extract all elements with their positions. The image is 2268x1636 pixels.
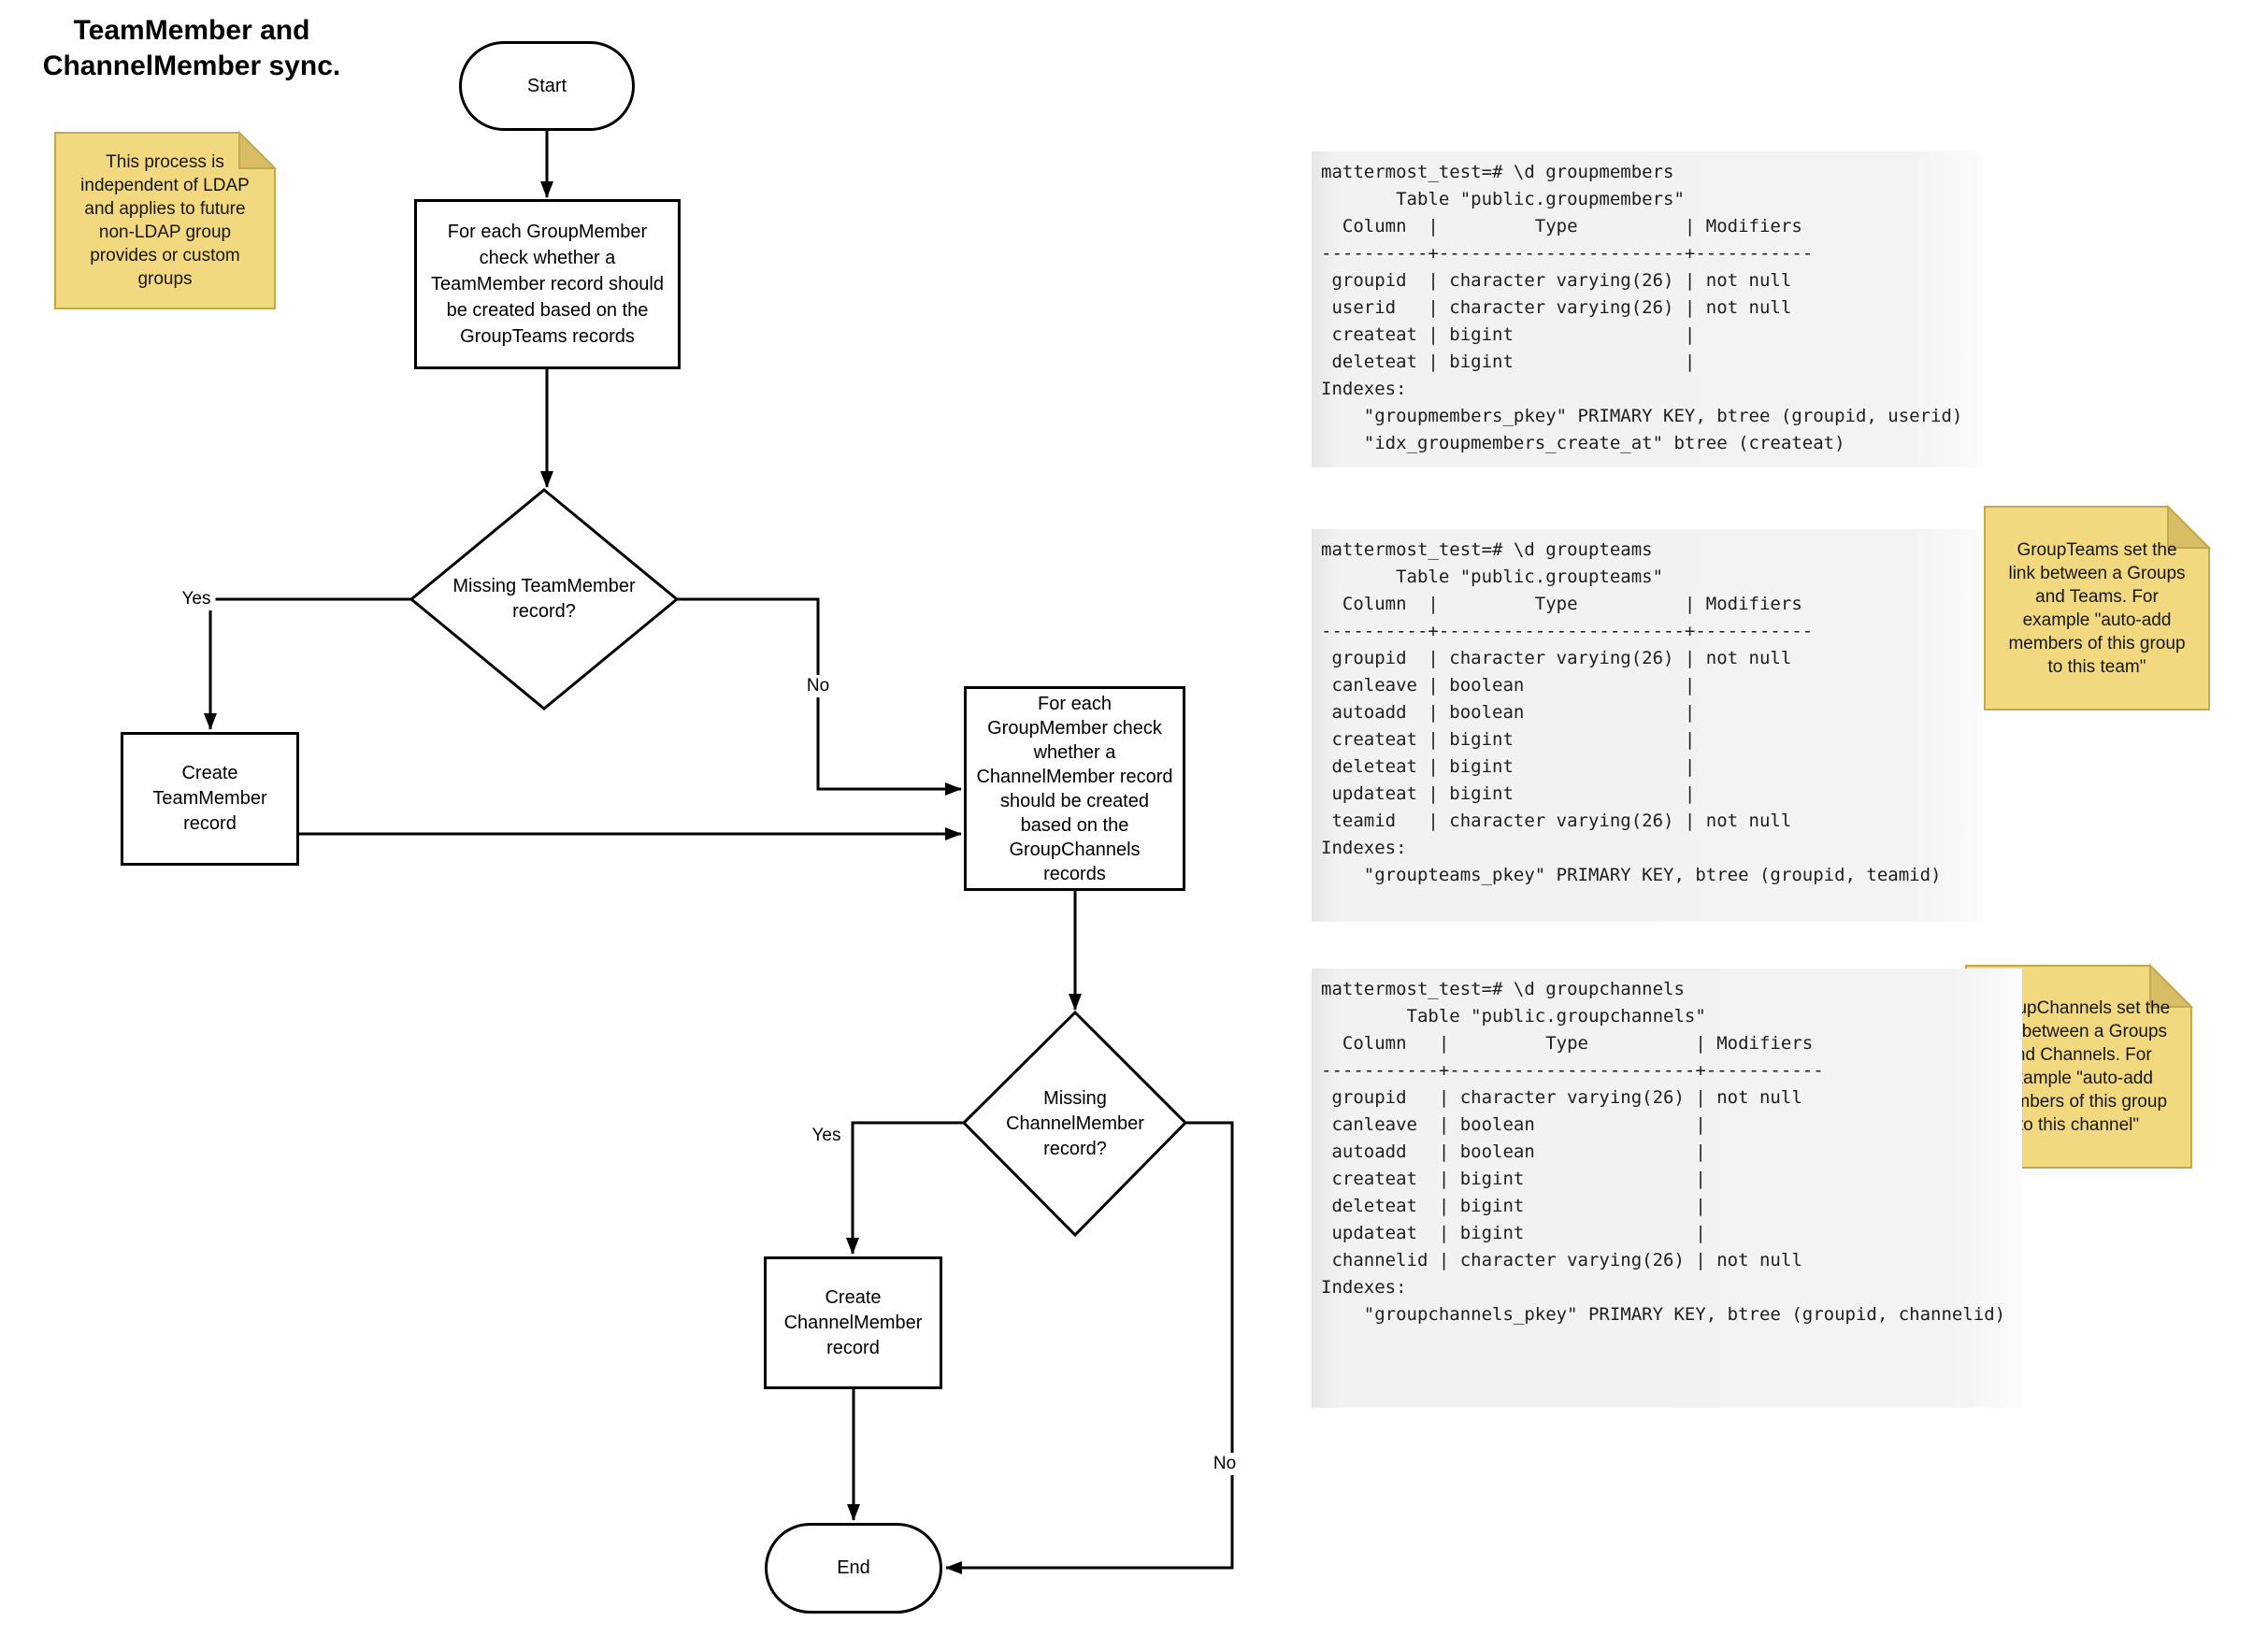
flow-node-create-channel: Create ChannelMember record bbox=[764, 1256, 942, 1389]
flow-node-create-team: Create TeamMember record bbox=[121, 732, 299, 866]
sticky-note-groupteams-shape bbox=[1984, 506, 2210, 710]
flow-node-missing-team-shape bbox=[409, 488, 680, 710]
sticky-note-ldap-shape bbox=[54, 132, 276, 309]
edge-label-no-channel: No bbox=[1208, 1453, 1242, 1475]
flow-node-start: Start bbox=[459, 41, 635, 131]
diagram-title: TeamMember and ChannelMember sync. bbox=[42, 15, 341, 81]
flow-node-end: End bbox=[765, 1523, 942, 1614]
terminal-block-groupchannels: mattermost_test=# \d groupchannels Table… bbox=[1312, 969, 2022, 1408]
terminal-block-groupteams: mattermost_test=# \d groupteams Table "p… bbox=[1312, 529, 1982, 922]
flow-node-check-channel: For each GroupMember check whether a Cha… bbox=[964, 686, 1185, 891]
flow-node-missing-channel-shape bbox=[961, 1010, 1188, 1238]
sticky-note-groupteams-fold-icon bbox=[2167, 504, 2212, 549]
edge-label-yes-team: Yes bbox=[177, 588, 216, 610]
flow-node-missing-channel-label: Missing ChannelMember record? bbox=[1006, 1087, 1144, 1159]
terminal-block-groupmembers: mattermost_test=# \d groupmembers Table … bbox=[1312, 151, 1982, 467]
edge-label-yes-channel: Yes bbox=[807, 1125, 846, 1147]
edge-missing-team-yes bbox=[204, 597, 411, 730]
sticky-note-ldap: This process is independent of LDAP and … bbox=[80, 152, 250, 289]
sticky-note-groupteams: GroupTeams set the link between a Groups… bbox=[2008, 539, 2186, 677]
edge-missing-channel-no bbox=[945, 1121, 1234, 1574]
flow-node-missing-team-label: Missing TeamMember record? bbox=[452, 576, 636, 622]
flow-node-check-team: For each GroupMember check whether a Tea… bbox=[414, 199, 681, 369]
sticky-note-groupchannels: GroupChannels set the link between a Gro… bbox=[1987, 998, 2171, 1135]
sticky-note-groupchannels-fold-icon bbox=[2149, 963, 2194, 1008]
edge-label-no-team: No bbox=[801, 675, 835, 697]
sticky-note-ldap-fold-icon bbox=[238, 130, 278, 169]
edge-missing-channel-yes bbox=[846, 1121, 964, 1255]
